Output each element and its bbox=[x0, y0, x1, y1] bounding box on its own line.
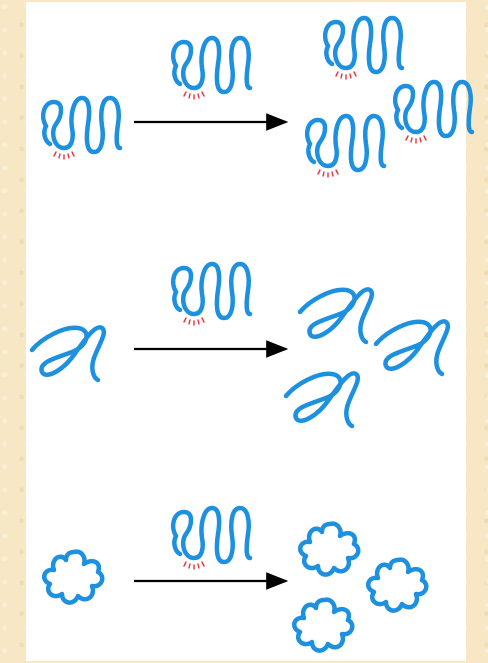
product-unfolded-chain bbox=[286, 373, 358, 426]
start-flower-aggregate bbox=[44, 552, 102, 603]
product-folded-protein bbox=[307, 116, 384, 177]
row-2 bbox=[32, 264, 448, 426]
start-unfolded-chain bbox=[32, 327, 104, 380]
product-flower-aggregate bbox=[368, 560, 426, 611]
product-unfolded-chain bbox=[376, 321, 448, 374]
row-1 bbox=[43, 18, 472, 177]
product-flower-aggregate bbox=[300, 524, 358, 575]
product-folded-protein bbox=[325, 18, 402, 79]
product-unfolded-chain bbox=[300, 289, 372, 342]
product-folded-protein bbox=[395, 82, 472, 143]
catalyst-folded-protein bbox=[173, 264, 250, 325]
start-folded-protein bbox=[43, 98, 120, 159]
product-flower-aggregate bbox=[294, 600, 352, 651]
catalyst-folded-protein bbox=[173, 508, 250, 569]
row-3 bbox=[44, 508, 426, 651]
catalyst-folded-protein bbox=[173, 38, 250, 99]
